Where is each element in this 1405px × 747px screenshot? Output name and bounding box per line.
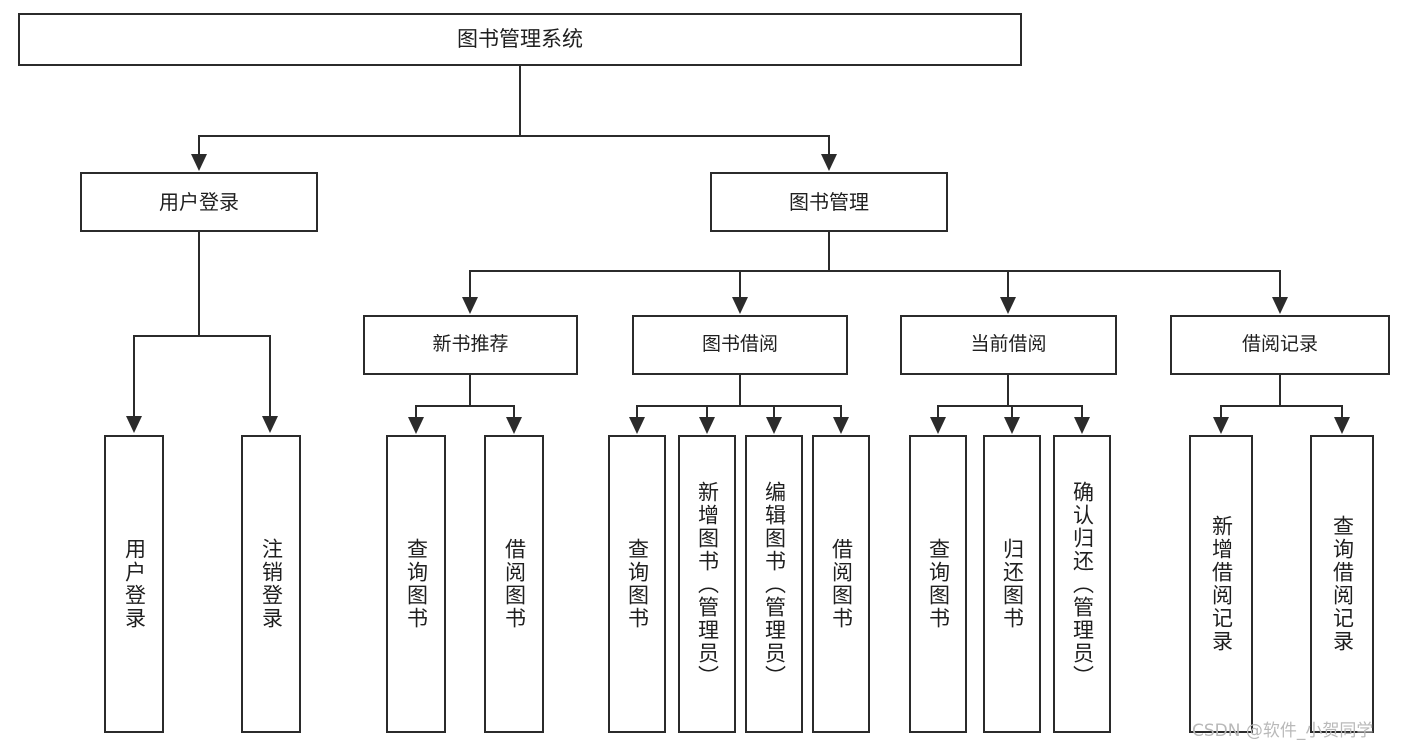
connector-current-branch-1: [937, 405, 939, 418]
connector-user-login-branch-2: [269, 335, 271, 417]
node-label: 当前借阅: [970, 333, 1047, 356]
leaf-query-book-borrow[interactable]: 查询图书: [608, 435, 666, 733]
arrow-to-new-book-recommend: [462, 297, 478, 314]
connector-current-branch-2: [1011, 405, 1013, 418]
node-borrow-record[interactable]: 借阅记录: [1170, 315, 1390, 375]
connector-record-stem: [1279, 375, 1281, 407]
arrow-to-leaf-borrow-book-2: [833, 417, 849, 434]
node-label: 编辑图书（管理员）: [762, 480, 787, 688]
arrow-to-leaf-query-record: [1334, 417, 1350, 434]
arrow-to-leaf-confirm-return: [1074, 417, 1090, 434]
connector-current-branch-3: [1081, 405, 1083, 418]
connector-user-login-stem: [198, 232, 200, 336]
connector-recommend-branch-2: [513, 405, 515, 418]
node-label: 图书管理: [789, 189, 869, 214]
node-label: 查询图书: [625, 538, 650, 630]
connector-borrow-branch-3: [773, 405, 775, 418]
arrow-to-leaf-borrow-book-1: [506, 417, 522, 434]
arrow-to-current-borrow: [1000, 297, 1016, 314]
connector-record-branch-2: [1341, 405, 1343, 418]
arrow-to-book-borrow: [732, 297, 748, 314]
arrow-to-leaf-return-book: [1004, 417, 1020, 434]
arrow-to-leaf-edit-book: [766, 417, 782, 434]
arrow-to-leaf-user-login: [126, 416, 142, 433]
node-label: 借阅图书: [829, 538, 854, 630]
connector-book-mgmt-branch-3: [1007, 270, 1009, 298]
leaf-edit-book-admin[interactable]: 编辑图书（管理员）: [745, 435, 803, 733]
node-label: 用户登录: [122, 538, 147, 630]
leaf-query-book-current[interactable]: 查询图书: [909, 435, 967, 733]
connector-borrow-bar: [636, 405, 842, 407]
node-label: 确认归还（管理员）: [1070, 480, 1095, 688]
connector-book-mgmt-branch-2: [739, 270, 741, 298]
connector-root-bar: [198, 135, 830, 137]
connector-recommend-bar: [415, 405, 514, 407]
node-label: 新书推荐: [432, 333, 509, 356]
node-label: 查询图书: [926, 538, 951, 630]
node-label: 借阅记录: [1241, 333, 1318, 356]
node-label: 借阅图书: [502, 538, 527, 630]
connector-recommend-branch-1: [415, 405, 417, 418]
arrow-to-user-login: [191, 154, 207, 171]
connector-borrow-stem: [739, 375, 741, 407]
node-label: 新增图书（管理员）: [695, 480, 720, 688]
node-label: 图书管理系统: [457, 27, 583, 52]
connector-record-branch-1: [1220, 405, 1222, 418]
arrow-to-leaf-query-book-3: [930, 417, 946, 434]
node-label: 新增借阅记录: [1209, 515, 1234, 653]
leaf-user-login[interactable]: 用户登录: [104, 435, 164, 733]
connector-user-login-branch-1: [133, 335, 135, 417]
node-book-management[interactable]: 图书管理: [710, 172, 948, 232]
connector-recommend-stem: [469, 375, 471, 407]
leaf-query-borrow-record[interactable]: 查询借阅记录: [1310, 435, 1374, 733]
node-label: 注销登录: [259, 538, 284, 630]
arrow-to-leaf-query-book-2: [629, 417, 645, 434]
connector-record-bar: [1220, 405, 1342, 407]
connector-root-stem: [519, 66, 521, 136]
node-label: 归还图书: [1000, 538, 1025, 630]
node-label: 用户登录: [159, 189, 239, 214]
node-new-book-recommend[interactable]: 新书推荐: [363, 315, 578, 375]
node-current-borrow[interactable]: 当前借阅: [900, 315, 1117, 375]
connector-root-to-user-login: [198, 135, 200, 155]
connector-user-login-bar: [133, 335, 270, 337]
connector-book-mgmt-stem: [828, 232, 830, 272]
connector-book-mgmt-branch-1: [469, 270, 471, 298]
node-label: 查询借阅记录: [1330, 515, 1355, 653]
connector-current-stem: [1007, 375, 1009, 407]
leaf-borrow-book-recommend[interactable]: 借阅图书: [484, 435, 544, 733]
node-label: 图书借阅: [701, 333, 778, 356]
leaf-confirm-return-admin[interactable]: 确认归还（管理员）: [1053, 435, 1111, 733]
leaf-borrow-book-borrow[interactable]: 借阅图书: [812, 435, 870, 733]
connector-borrow-branch-4: [840, 405, 842, 418]
leaf-add-book-admin[interactable]: 新增图书（管理员）: [678, 435, 736, 733]
node-root-system[interactable]: 图书管理系统: [18, 13, 1022, 66]
arrow-to-leaf-query-book-1: [408, 417, 424, 434]
connector-current-bar: [937, 405, 1082, 407]
node-book-borrow[interactable]: 图书借阅: [632, 315, 848, 375]
arrow-to-borrow-record: [1272, 297, 1288, 314]
connector-book-mgmt-bar: [469, 270, 1280, 272]
connector-borrow-branch-1: [636, 405, 638, 418]
connector-root-to-book-mgmt: [828, 135, 830, 155]
arrow-to-book-mgmt: [821, 154, 837, 171]
arrow-to-leaf-add-record: [1213, 417, 1229, 434]
csdn-watermark: CSDN @软件_小贺同学: [1192, 721, 1374, 741]
connector-book-mgmt-branch-4: [1279, 270, 1281, 298]
leaf-return-book[interactable]: 归还图书: [983, 435, 1041, 733]
leaf-logout[interactable]: 注销登录: [241, 435, 301, 733]
leaf-query-book-recommend[interactable]: 查询图书: [386, 435, 446, 733]
arrow-to-leaf-logout: [262, 416, 278, 433]
leaf-add-borrow-record[interactable]: 新增借阅记录: [1189, 435, 1253, 733]
node-label: 查询图书: [404, 538, 429, 630]
connector-borrow-branch-2: [706, 405, 708, 418]
arrow-to-leaf-add-book: [699, 417, 715, 434]
node-user-login[interactable]: 用户登录: [80, 172, 318, 232]
